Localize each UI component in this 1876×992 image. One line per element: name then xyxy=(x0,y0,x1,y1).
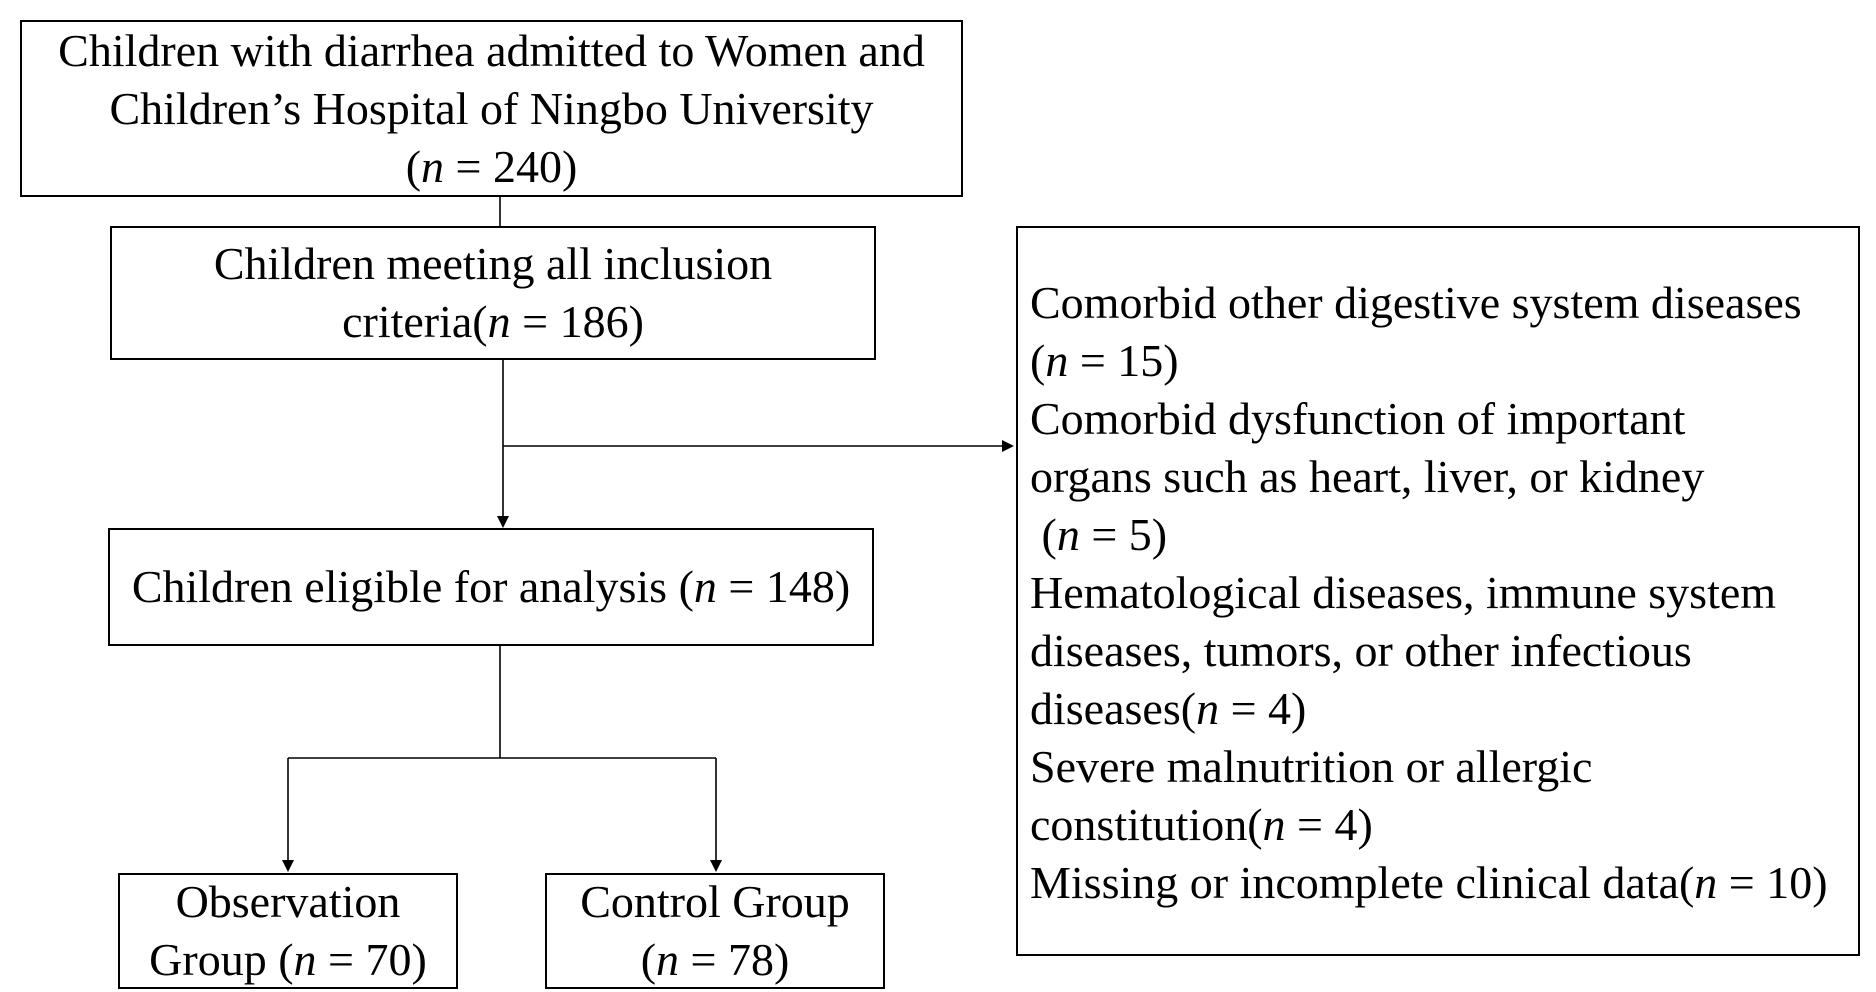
control-text: Control Group (n = 78) xyxy=(580,873,850,989)
eligible-count: Children eligible for analysis (n = 148) xyxy=(131,561,851,612)
exclusion-3-count: diseases(n = 4) xyxy=(1030,683,1307,734)
inclusion-count: criteria(n = 186) xyxy=(342,296,644,347)
admitted-count: (n = 240) xyxy=(405,140,578,192)
observation-line-1: Observation xyxy=(175,876,401,927)
exclusion-5-count: Missing or incomplete clinical data(n = … xyxy=(1030,857,1828,908)
exclusion-3-line-1: Hematological diseases, immune system xyxy=(1030,567,1777,618)
admitted-line-2: Children’s Hospital of Ningbo University xyxy=(109,82,874,134)
exclusion-2-count: (n = 5) xyxy=(1030,509,1168,560)
exclusion-1-count: (n = 15) xyxy=(1030,335,1179,386)
eligible-text: Children eligible for analysis (n = 148) xyxy=(132,558,850,616)
exclusion-3-line-2: diseases, tumors, or other infectious xyxy=(1030,625,1692,676)
exclusion-4-line-1: Severe malnutrition or allergic xyxy=(1030,741,1593,792)
inclusion-text: Children meeting all inclusion criteria(… xyxy=(214,235,772,351)
exclusion-4-count: constitution(n = 4) xyxy=(1030,799,1373,850)
eligible-box: Children eligible for analysis (n = 148) xyxy=(108,528,874,646)
exclusion-2-line-2: organs such as heart, liver, or kidney xyxy=(1030,451,1705,502)
exclusion-1-line-1: Comorbid other digestive system diseases xyxy=(1030,277,1802,328)
control-line-1: Control Group xyxy=(580,876,850,927)
admitted-box: Children with diarrhea admitted to Women… xyxy=(20,20,963,197)
admitted-line-1: Children with diarrhea admitted to Women… xyxy=(58,24,925,76)
exclusion-box xyxy=(1016,226,1860,956)
control-box: Control Group (n = 78) xyxy=(545,873,885,989)
inclusion-box: Children meeting all inclusion criteria(… xyxy=(110,226,876,360)
control-count: (n = 78) xyxy=(640,934,790,985)
observation-count: Group (n = 70) xyxy=(149,934,427,985)
exclusion-list: Comorbid other digestive system diseases… xyxy=(1030,274,1828,912)
admitted-text: Children with diarrhea admitted to Women… xyxy=(58,22,925,196)
inclusion-line-1: Children meeting all inclusion xyxy=(213,238,773,289)
observation-text: Observation Group (n = 70) xyxy=(149,873,427,989)
observation-box: Observation Group (n = 70) xyxy=(118,873,458,989)
exclusion-2-line-1: Comorbid dysfunction of important xyxy=(1030,393,1686,444)
